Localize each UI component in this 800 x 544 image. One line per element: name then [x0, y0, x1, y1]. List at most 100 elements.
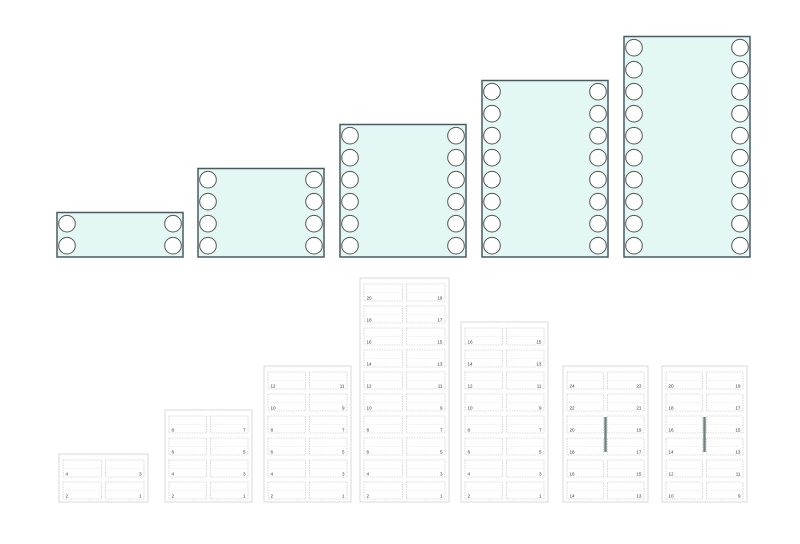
pin-circle [625, 104, 643, 123]
pin-circle [625, 236, 643, 255]
pad-number-label: 20 [669, 384, 675, 389]
pin-circle [447, 126, 465, 145]
pin-circle [447, 236, 465, 255]
pad-cell [406, 393, 446, 412]
pin-circle [731, 60, 749, 79]
pin-circle [589, 82, 607, 101]
pad-cell [267, 371, 306, 390]
pad-cell [267, 437, 306, 456]
pad-number-label: 2 [66, 494, 69, 499]
pad-number-label: 1 [440, 494, 443, 499]
pad-number-label: 9 [539, 406, 542, 411]
pad-cell [62, 481, 102, 500]
pad-number-label: 15 [735, 428, 741, 433]
pin-circle [305, 236, 323, 255]
pin-circle [731, 126, 749, 145]
dip-20-package [623, 35, 751, 258]
pin-circle [199, 192, 217, 211]
dip-8-package [197, 167, 325, 258]
pad-number-label: 5 [243, 450, 246, 455]
pad-number-label: 12 [367, 384, 373, 389]
pin-circle [731, 214, 749, 233]
pad-number-label: 3 [342, 472, 345, 477]
pad-number-label: 1 [342, 494, 345, 499]
pin-circle [447, 148, 465, 167]
pad-number-label: 10 [367, 406, 373, 411]
dip-4-package [56, 211, 184, 258]
pad-cell [62, 459, 102, 478]
pad-cell [363, 437, 403, 456]
pad-cell [309, 415, 348, 434]
divider-bar [604, 417, 607, 452]
package-body [339, 123, 467, 258]
pin-circle [341, 148, 359, 167]
pad-cell [309, 371, 348, 390]
pin-circle [199, 170, 217, 189]
pad-number-label: 5 [342, 450, 345, 455]
divider-bar [703, 417, 706, 452]
pin-circle [483, 236, 501, 255]
pin-circle [589, 148, 607, 167]
pad-number-label: 6 [468, 450, 471, 455]
pad-cell [406, 415, 446, 434]
pin-circle [341, 170, 359, 189]
pad-number-label: 15 [437, 340, 443, 345]
pin-circle [731, 170, 749, 189]
pad-number-label: 21 [636, 406, 642, 411]
pad-cell [464, 349, 503, 368]
pad-number-label: 15 [536, 340, 542, 345]
pad-number-label: 12 [468, 384, 474, 389]
package-body [481, 79, 609, 258]
pad-number-label: 12 [669, 472, 675, 477]
pad-number-label: 1 [243, 494, 246, 499]
pad-number-label: 7 [243, 428, 246, 433]
pad-number-label: 22 [570, 406, 576, 411]
pad-number-label: 10 [669, 494, 675, 499]
pad-cell [210, 437, 249, 456]
pad-cell [506, 349, 545, 368]
pin-circle [589, 104, 607, 123]
pad-cell [105, 481, 145, 500]
pad-cell [267, 459, 306, 478]
pad-number-label: 14 [468, 362, 474, 367]
pad-number-label: 2 [271, 494, 274, 499]
pad-cell [363, 393, 403, 412]
pad-number-label: 23 [636, 384, 642, 389]
pad-number-label: 17 [437, 318, 443, 323]
pad-cell [506, 481, 545, 500]
pad-number-label: 18 [367, 318, 373, 323]
pin-circle [483, 148, 501, 167]
pin-circle [447, 192, 465, 211]
pad-number-label: 4 [468, 472, 471, 477]
pad-number-label: 14 [669, 450, 675, 455]
pad-number-label: 8 [367, 428, 370, 433]
pad-number-label: 2 [172, 494, 175, 499]
pad-number-label: 14 [570, 494, 576, 499]
pad-number-label: 11 [340, 384, 345, 389]
pad-number-label: 11 [537, 384, 542, 389]
pad-number-label: 17 [636, 450, 642, 455]
pad-cell [309, 437, 348, 456]
pin-circle [341, 192, 359, 211]
pad-number-label: 12 [271, 384, 277, 389]
pad-number-label: 8 [172, 428, 175, 433]
pad-cell [363, 327, 403, 346]
pin-circle [341, 236, 359, 255]
pad-cell [406, 327, 446, 346]
pad-number-label: 7 [539, 428, 542, 433]
pin-circle [341, 214, 359, 233]
pin-circle [625, 38, 643, 57]
pad-cell [506, 371, 545, 390]
pin-circle [731, 104, 749, 123]
pin-circle [731, 148, 749, 167]
pin-circle [199, 236, 217, 255]
pad-cell [210, 415, 249, 434]
pad-number-label: 14 [367, 362, 373, 367]
pad-number-label: 6 [367, 450, 370, 455]
